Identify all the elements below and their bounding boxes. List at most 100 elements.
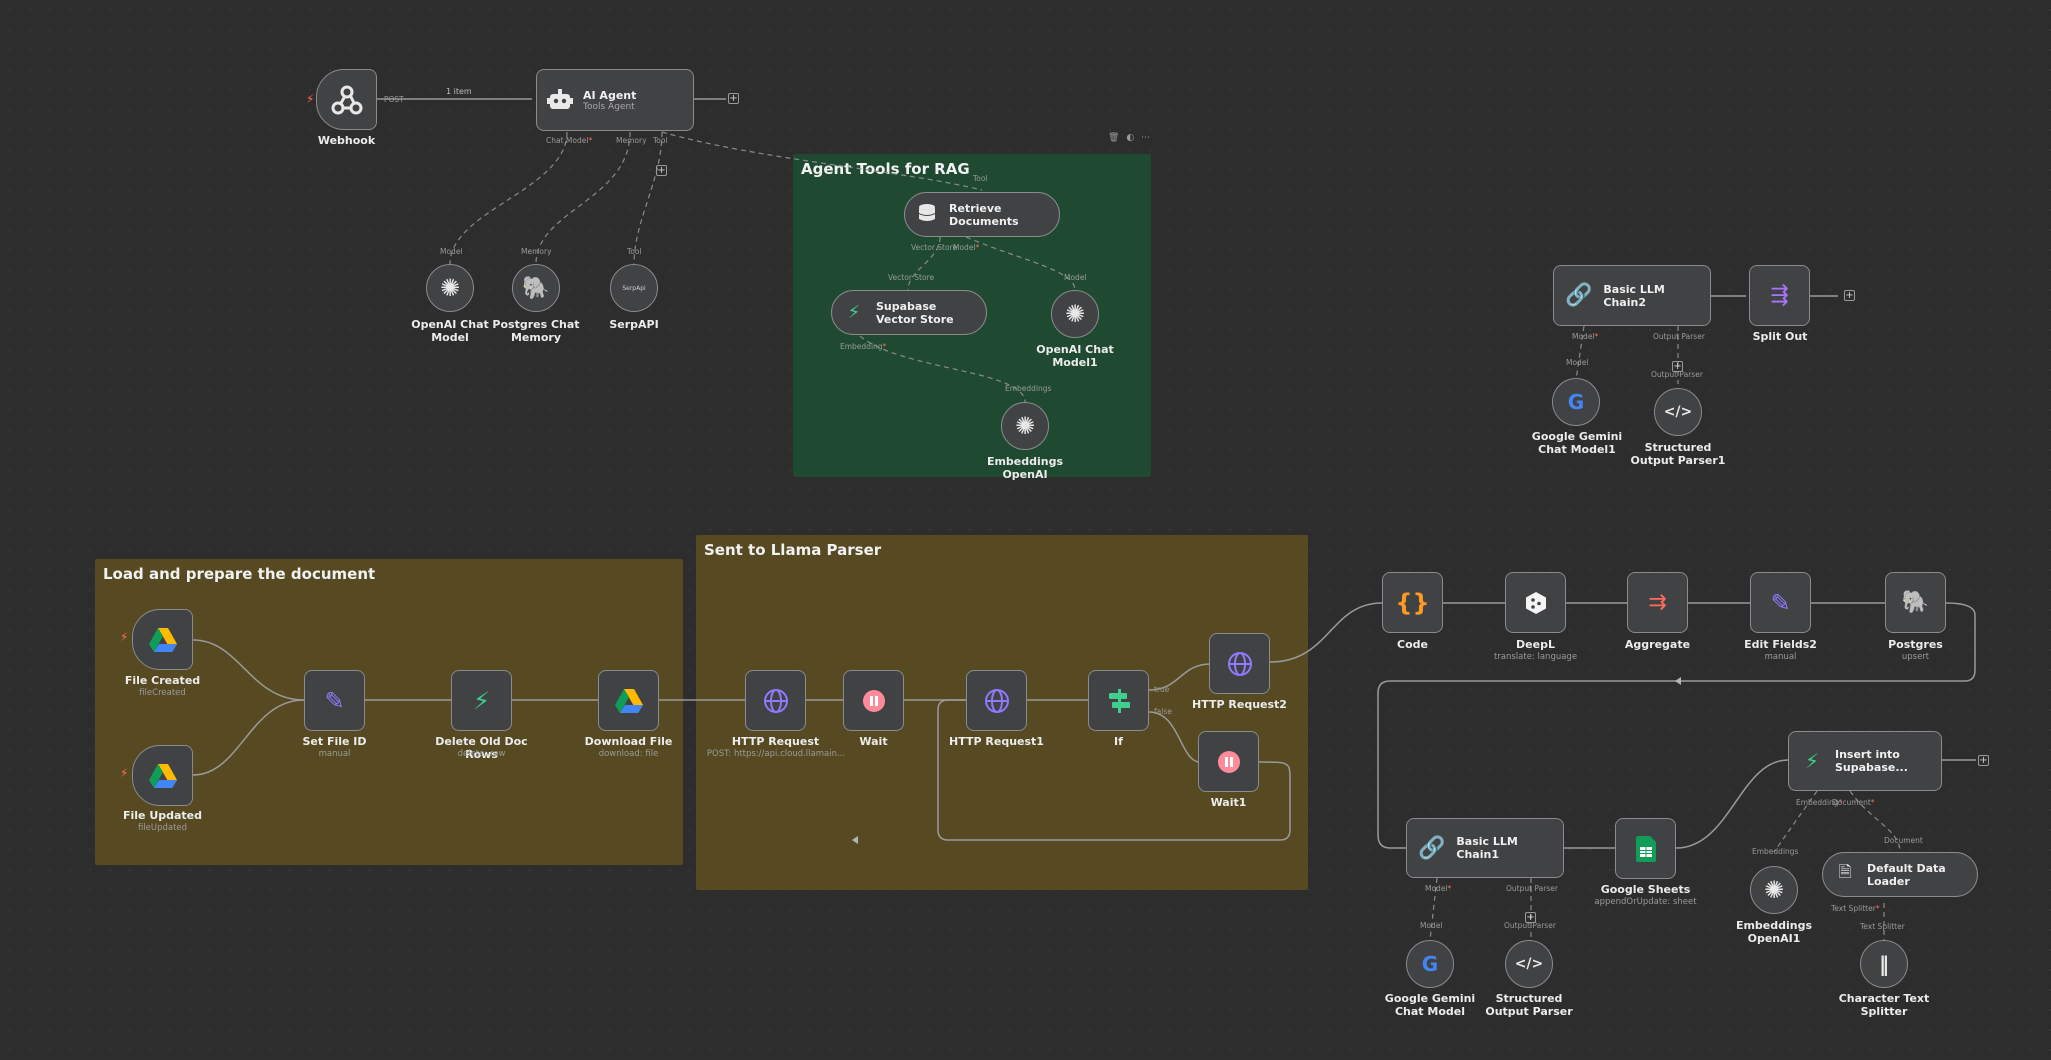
node-if[interactable] bbox=[1088, 670, 1149, 731]
edge-agent-chatmodel bbox=[449, 131, 568, 265]
edge-created-set bbox=[192, 639, 305, 701]
node-download-file-sub: download: file bbox=[598, 749, 659, 759]
sticky-load-document[interactable]: Load and prepare the document bbox=[95, 559, 683, 865]
node-basic-llm-chain1[interactable]: 🔗 Basic LLM Chain1 bbox=[1406, 818, 1564, 878]
port-label-embeddings: Embeddings bbox=[1752, 847, 1799, 856]
code-icon: </> bbox=[1663, 404, 1693, 420]
node-deepl[interactable] bbox=[1505, 572, 1566, 633]
node-split-out[interactable]: ⇶ bbox=[1749, 265, 1810, 326]
node-wait1[interactable] bbox=[1198, 731, 1259, 792]
globe-icon bbox=[746, 671, 805, 730]
node-file-updated-label: File Updated bbox=[122, 809, 203, 822]
node-gemini-chat-model1[interactable]: G bbox=[1552, 378, 1600, 426]
node-default-data-loader[interactable]: 🗎 Default Data Loader bbox=[1822, 852, 1978, 897]
node-embeddings-openai1[interactable]: ✺ bbox=[1750, 866, 1798, 914]
node-edit-fields2-sub: manual bbox=[1764, 652, 1797, 662]
node-structured-parser[interactable]: </> bbox=[1505, 940, 1553, 988]
node-insert-supabase[interactable]: ⚡ Insert into Supabase... bbox=[1788, 731, 1942, 791]
node-embeddings-openai[interactable]: ✺ bbox=[1001, 402, 1049, 450]
port-label-document: Document bbox=[1884, 836, 1923, 845]
node-supabase-vector-store[interactable]: ⚡ Supabase Vector Store bbox=[831, 290, 987, 335]
node-serpapi[interactable]: SerpApi bbox=[610, 264, 658, 312]
more-icon[interactable]: ⋯ bbox=[1141, 133, 1151, 143]
node-ai-agent-label: AI Agent bbox=[583, 88, 637, 102]
port-label-tool: Tool bbox=[627, 247, 642, 256]
trigger-bolt-icon: ⚡ bbox=[306, 92, 315, 106]
edge-insert-loader bbox=[1849, 790, 1901, 853]
serpapi-icon: SerpApi bbox=[622, 284, 646, 292]
trigger-bolt-icon: ⚡ bbox=[120, 766, 129, 780]
node-google-sheets-label: Google Sheets bbox=[1600, 883, 1691, 896]
color-icon[interactable]: ◐ bbox=[1126, 133, 1135, 143]
node-http-request1[interactable] bbox=[966, 670, 1027, 731]
node-google-sheets[interactable] bbox=[1615, 818, 1676, 879]
node-ai-agent[interactable]: AI Agent Tools Agent bbox=[536, 69, 694, 131]
add-parser-button[interactable]: + bbox=[1672, 361, 1683, 372]
signpost-icon bbox=[1089, 671, 1148, 730]
node-openai-chat-model1-label: OpenAI Chat Model1 bbox=[1036, 343, 1114, 369]
node-openai-chat-model1[interactable]: ✺ bbox=[1051, 290, 1099, 338]
node-basic-llm-chain1-label: Basic LLM Chain1 bbox=[1456, 835, 1518, 861]
node-set-file-id[interactable]: ✎ bbox=[304, 670, 365, 731]
node-aggregate[interactable]: ⇉ bbox=[1627, 572, 1688, 633]
postgres-elephant-icon: 🐘 bbox=[522, 275, 550, 301]
node-retrieve-documents-label: Retrieve Documents bbox=[949, 201, 1019, 228]
port-label-output-parser: Output Parser bbox=[1506, 884, 1558, 893]
node-if-label: If bbox=[1114, 735, 1123, 748]
trash-icon[interactable]: 🗑 bbox=[1108, 133, 1120, 143]
node-openai-chat-model[interactable]: ✺ bbox=[426, 264, 474, 312]
aggregate-icon: ⇉ bbox=[1648, 590, 1667, 615]
node-postgres[interactable]: 🐘 bbox=[1885, 572, 1946, 633]
node-download-file[interactable] bbox=[598, 670, 659, 731]
node-edit-fields2[interactable]: ✎ bbox=[1750, 572, 1811, 633]
document-icon: 🗎 bbox=[1838, 862, 1852, 881]
deepl-icon bbox=[1506, 573, 1565, 632]
openai-icon: ✺ bbox=[439, 274, 461, 302]
node-file-updated[interactable] bbox=[132, 745, 193, 806]
add-node-button[interactable]: + bbox=[728, 93, 739, 104]
port-label-tool: Tool bbox=[973, 174, 988, 183]
node-default-data-loader-label: Default Data Loader bbox=[1867, 861, 1946, 888]
trigger-bolt-icon: ⚡ bbox=[120, 630, 129, 644]
node-aggregate-label: Aggregate bbox=[1624, 638, 1691, 651]
if-true-label: true bbox=[1154, 685, 1170, 694]
edge-chain1-gemini bbox=[1429, 877, 1438, 941]
node-postgres-chat-memory[interactable]: 🐘 bbox=[512, 264, 560, 312]
node-gemini-chat-model1-label: Google Gemini Chat Model1 bbox=[1531, 430, 1623, 456]
port-label-model: Model* bbox=[1425, 884, 1452, 893]
node-structured-parser1[interactable]: </> bbox=[1654, 388, 1702, 436]
edge-retrieve-vector bbox=[907, 236, 941, 291]
globe-icon bbox=[1210, 634, 1269, 693]
code-icon: </> bbox=[1514, 956, 1544, 972]
node-wait[interactable] bbox=[843, 670, 904, 731]
add-tool-button[interactable]: + bbox=[656, 165, 667, 176]
node-file-created[interactable] bbox=[132, 609, 193, 670]
port-label-output-parser: Output Parser bbox=[1504, 921, 1556, 930]
node-basic-llm-chain2[interactable]: 🔗 Basic LLM Chain2 bbox=[1553, 265, 1711, 326]
pencil-icon: ✎ bbox=[1770, 588, 1791, 617]
openai-icon: ✺ bbox=[1763, 876, 1785, 904]
node-char-text-splitter[interactable]: ‖ bbox=[1860, 940, 1908, 988]
node-file-updated-sub: fileUpdated bbox=[137, 823, 188, 833]
node-code[interactable]: {} bbox=[1382, 572, 1443, 633]
webhook-port-label: POST bbox=[384, 95, 404, 104]
node-delete-old-doc-rows[interactable]: ⚡ bbox=[451, 670, 512, 731]
node-embeddings-openai-label: Embeddings OpenAI bbox=[986, 455, 1064, 481]
node-webhook[interactable] bbox=[316, 69, 377, 130]
node-http-request1-label: HTTP Request1 bbox=[949, 735, 1044, 748]
google-drive-icon bbox=[133, 746, 192, 805]
sticky-toolbar[interactable]: 🗑 ◐ ⋯ bbox=[1108, 133, 1150, 143]
add-parser-button[interactable]: + bbox=[1525, 912, 1536, 923]
add-node-button[interactable]: + bbox=[1978, 755, 1989, 766]
port-label-model: Model bbox=[1566, 358, 1589, 367]
node-set-file-id-label: Set File ID bbox=[302, 735, 367, 748]
add-node-button[interactable]: + bbox=[1844, 290, 1855, 301]
google-drive-icon bbox=[599, 671, 658, 730]
node-retrieve-documents[interactable]: Retrieve Documents bbox=[904, 192, 1060, 237]
node-http-request[interactable] bbox=[745, 670, 806, 731]
node-edit-fields2-label: Edit Fields2 bbox=[1744, 638, 1817, 651]
node-char-text-splitter-label: Character Text Splitter bbox=[1838, 992, 1930, 1018]
node-http-request2[interactable] bbox=[1209, 633, 1270, 694]
node-gemini-chat-model[interactable]: G bbox=[1406, 940, 1454, 988]
